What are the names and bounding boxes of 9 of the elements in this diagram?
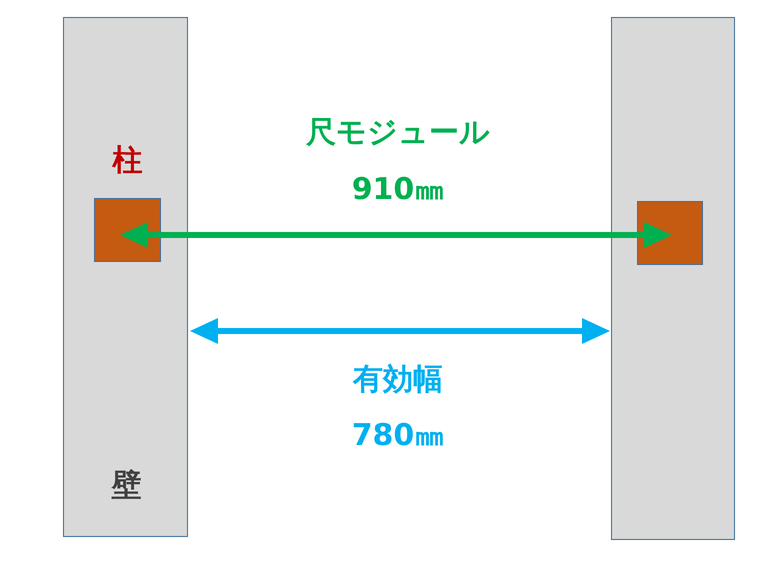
dimension-label: 尺モジュール xyxy=(304,115,491,151)
dimension-label: 有効幅 xyxy=(352,362,444,398)
dimension-label: 910㎜ xyxy=(350,172,446,208)
column-square xyxy=(637,201,703,265)
column-label: 柱 xyxy=(110,143,144,179)
dimension-label: 780㎜ xyxy=(350,418,446,454)
wall-label: 壁 xyxy=(110,468,142,504)
wall-panel xyxy=(611,17,735,540)
wall-panel xyxy=(63,17,188,537)
